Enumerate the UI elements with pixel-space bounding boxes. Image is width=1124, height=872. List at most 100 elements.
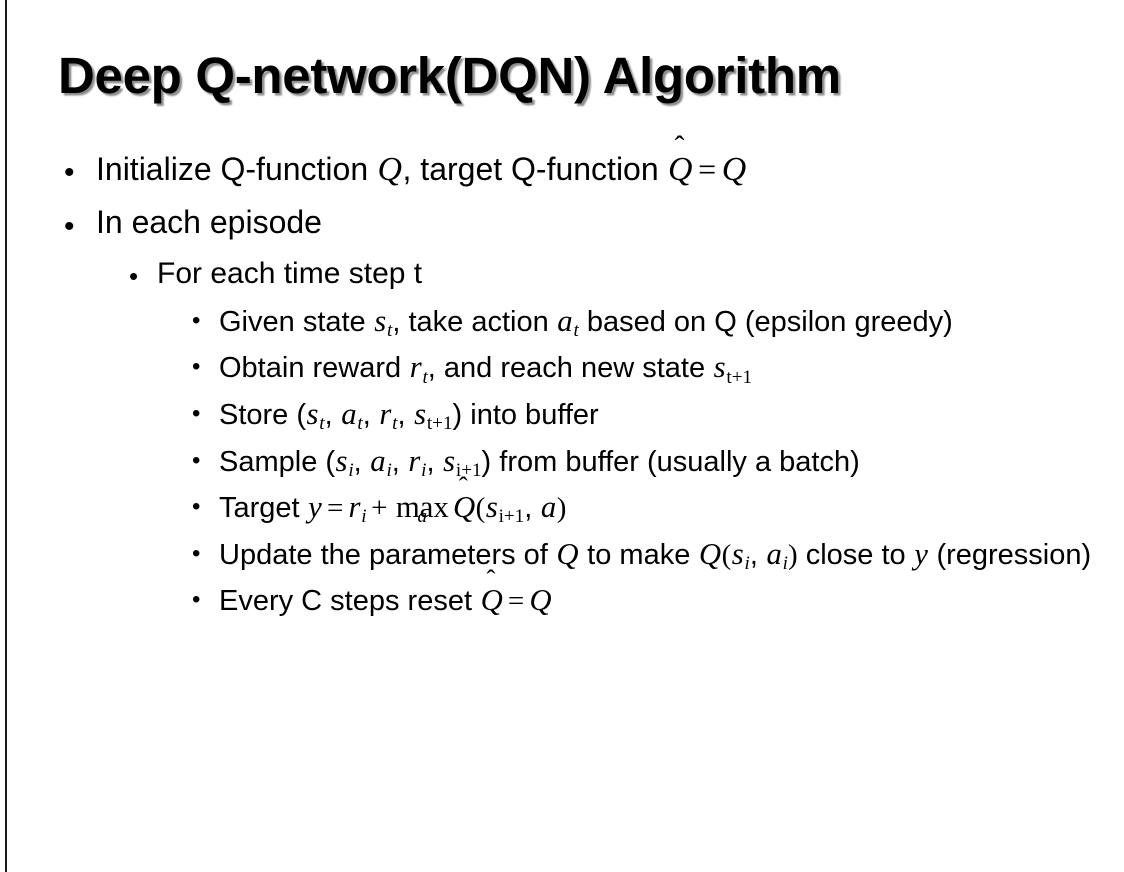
math-a: a: [341, 396, 357, 431]
math-q-base: Q: [480, 583, 503, 618]
bullet-text: Store (st, at, rt, st+1) into buffer: [219, 394, 1124, 437]
subscript-t: t: [573, 320, 579, 342]
bullet-marker: •: [192, 353, 201, 381]
math-s: s: [731, 536, 744, 571]
bullet-text: Initialize Q-function Q, target Q-functi…: [96, 132, 1124, 192]
math-y: y: [308, 490, 322, 525]
paren-close: ): [788, 538, 798, 571]
math-s: s: [374, 303, 387, 338]
comma: ,: [353, 445, 370, 478]
bullet-marker: •: [192, 399, 201, 427]
bullet-item-given-state: • Given state st, take action at based o…: [0, 301, 1124, 344]
comma: ,: [426, 445, 443, 478]
subscript-t: t: [392, 413, 398, 435]
bullet-text: In each episode: [96, 204, 322, 241]
math-a: a: [557, 303, 573, 338]
slide-left-edge-rule: [5, 0, 7, 872]
text-segment: Target: [219, 492, 308, 525]
math-a: a: [370, 443, 386, 478]
max-subscript-a: a: [417, 505, 428, 527]
comma: ,: [391, 445, 408, 478]
subscript-t: t: [319, 413, 325, 435]
text-segment: (regression): [928, 538, 1092, 571]
page-title: Deep Q-network(DQN) Algorithm: [58, 47, 841, 104]
paren-open: (: [475, 492, 486, 525]
bullet-text: Given state st, take action at based on …: [219, 301, 1124, 344]
bullet-marker: •: [192, 586, 201, 614]
math-r: r: [408, 443, 421, 478]
subscript-t-plus-1: t+1: [726, 366, 753, 388]
bullet-text: Sample (si, ai, ri, si+1) from buffer (u…: [219, 441, 1124, 484]
comma: ,: [749, 538, 766, 571]
comma: ,: [397, 398, 414, 431]
math-q-base: Q: [452, 490, 476, 525]
text-segment: Update the parameters of: [219, 538, 556, 571]
math-a: a: [540, 490, 557, 525]
equals-operator: =: [507, 585, 525, 618]
bullet-marker: •: [64, 210, 75, 244]
subscript-i: i: [782, 553, 788, 575]
text-segment: Given state: [219, 305, 374, 338]
bullet-marker: •: [129, 260, 139, 291]
math-y: y: [914, 536, 928, 571]
text-segment: to make: [579, 538, 699, 571]
comma: ,: [362, 398, 379, 431]
math-a: a: [766, 536, 782, 571]
subscript-t: t: [387, 320, 393, 342]
bullet-marker: •: [64, 156, 75, 189]
math-s: s: [414, 396, 427, 431]
subscript-i: i: [744, 553, 750, 575]
plus-operator: +: [371, 492, 388, 525]
bullet-text: Obtain reward rt, and reach new state st…: [219, 347, 1124, 390]
text-segment: Obtain reward: [219, 352, 410, 385]
text-segment: Every C steps reset: [219, 585, 481, 618]
math-r: r: [348, 490, 361, 525]
math-q: Q: [556, 536, 579, 571]
math-q: Q: [377, 151, 403, 188]
math-s: s: [306, 396, 319, 431]
bullet-item-each-episode: • In each episode: [0, 202, 1124, 244]
subscript-i: i: [348, 459, 354, 481]
text-segment: Store (: [219, 398, 307, 431]
text-segment: , target Q-function: [402, 151, 668, 187]
bullet-text: Update the parameters of Q to make Q(si,…: [219, 534, 1124, 577]
equals-operator: =: [698, 151, 717, 187]
math-s: s: [485, 490, 498, 525]
text-segment: close to: [797, 538, 914, 571]
bullet-item-store-transition: • Store (st, at, rt, st+1) into buffer: [0, 394, 1124, 437]
paren-close: ): [556, 492, 567, 525]
bullet-marker: •: [192, 446, 201, 474]
bullet-text: For each time step t: [157, 256, 423, 290]
subscript-i: i: [421, 459, 427, 481]
text-segment: based on Q (epsilon greedy): [578, 305, 953, 338]
subscript-t-plus-1: t+1: [426, 413, 453, 435]
bullet-marker: •: [192, 539, 201, 567]
bullet-item-update-parameters: • Update the parameters of Q to make Q(s…: [0, 534, 1124, 577]
slide-body: • Initialize Q-function Q, target Q-func…: [0, 132, 1124, 625]
max-label: max: [395, 490, 449, 525]
subscript-t: t: [422, 366, 428, 388]
subscript-t: t: [357, 413, 363, 435]
subscript-i: i: [361, 506, 367, 528]
text-segment: ) from buffer (usually a batch): [481, 445, 860, 478]
bullet-marker: •: [192, 493, 201, 521]
math-r: r: [409, 350, 422, 385]
text-segment: , and reach new state: [427, 352, 714, 385]
subscript-i-plus-1: i+1: [455, 459, 482, 481]
text-segment: , take action: [392, 305, 557, 338]
comma: ,: [324, 398, 341, 431]
bullet-item-sample-batch: • Sample (si, ai, ri, si+1) from buffer …: [0, 441, 1124, 484]
math-q: Q: [529, 583, 552, 618]
math-r: r: [379, 396, 392, 431]
math-q-base: Q: [668, 151, 693, 188]
math-q: Q: [721, 151, 747, 188]
bullet-marker: •: [192, 306, 201, 334]
math-s: s: [335, 443, 348, 478]
